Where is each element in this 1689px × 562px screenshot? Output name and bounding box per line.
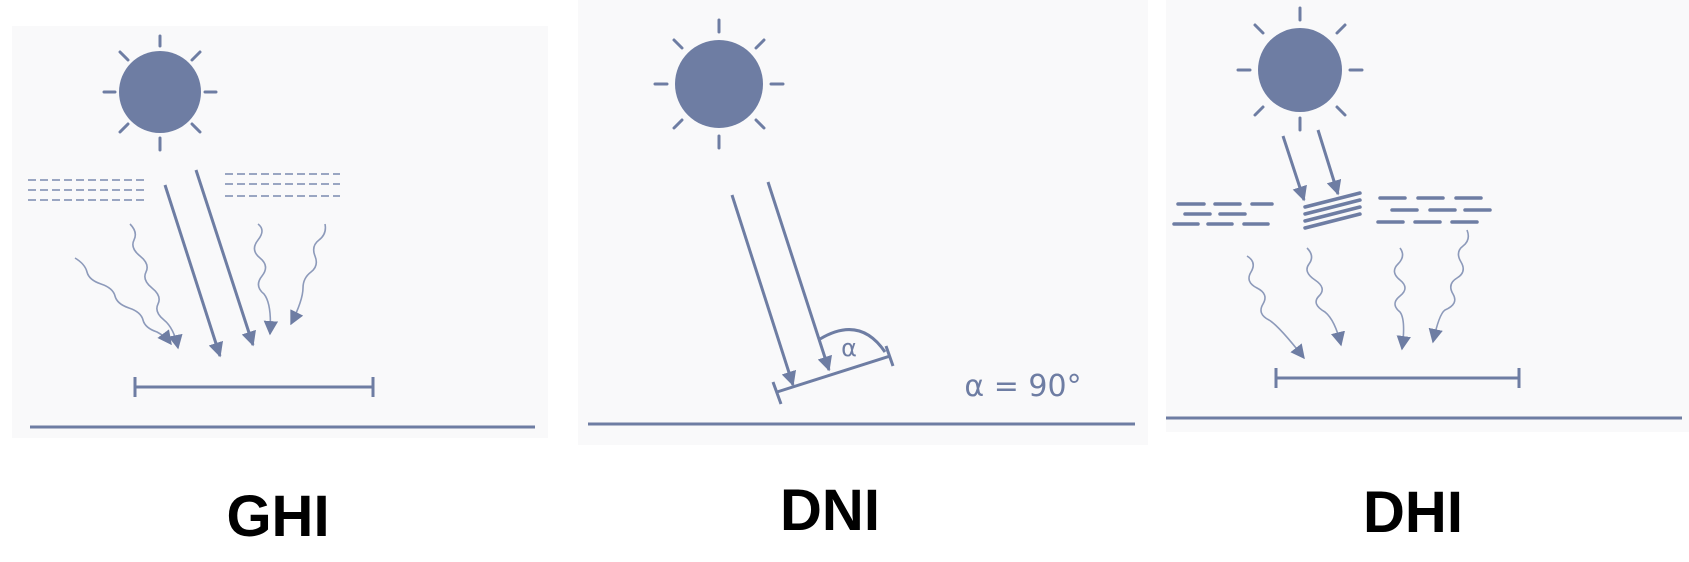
dni-sun-icon xyxy=(653,18,785,150)
dni-panel xyxy=(578,0,1148,445)
dhi-panel xyxy=(1166,0,1689,432)
dni-alpha-equation: α = 90° xyxy=(964,369,1081,404)
dni-label: DNI xyxy=(780,478,880,543)
dni-sensor-plate xyxy=(771,345,895,405)
ghi-sensor-plate xyxy=(133,377,375,397)
dni-alpha-symbol: α xyxy=(841,334,857,362)
dhi-direct-beam-arrows xyxy=(1281,129,1342,202)
ghi-direct-beam-arrows xyxy=(163,169,256,358)
dhi-label: DHI xyxy=(1363,480,1463,545)
ghi-panel xyxy=(12,26,548,438)
dhi-diffuse-ray-arrows xyxy=(1246,229,1470,360)
ghi-cloud-left-icon xyxy=(28,179,145,201)
dhi-cloud-icon xyxy=(1172,191,1492,230)
ghi-sun-icon xyxy=(102,34,218,152)
dhi-sun-icon xyxy=(1236,6,1364,132)
ghi-label: GHI xyxy=(226,484,330,549)
dhi-sensor-plate xyxy=(1274,368,1521,388)
ghi-cloud-right-icon xyxy=(225,173,340,197)
ghi-diffuse-ray-arrows xyxy=(74,223,327,350)
dni-angle-arc xyxy=(819,328,887,353)
dni-direct-beam-arrows xyxy=(730,181,832,387)
